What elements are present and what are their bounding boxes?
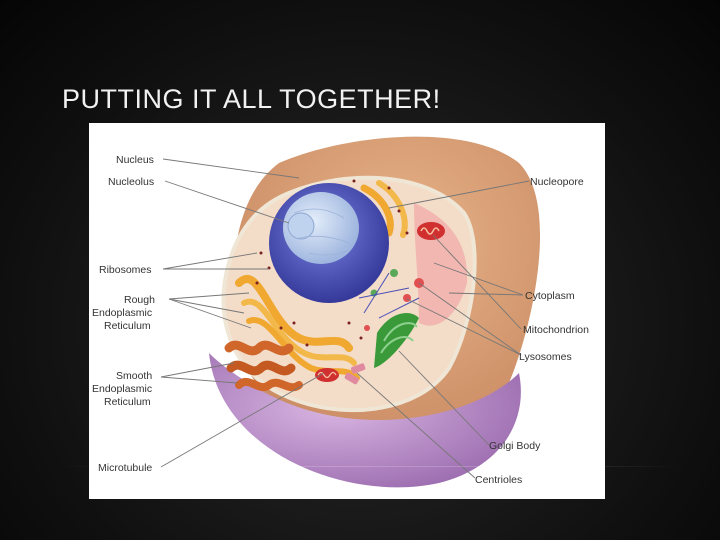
lysosome xyxy=(364,325,370,331)
label-centrioles: Centrioles xyxy=(475,474,522,486)
label-nucleopore: Nucleopore xyxy=(530,176,584,188)
label-cytoplasm: Cytoplasm xyxy=(525,290,575,302)
rough-er xyxy=(360,184,394,237)
label-microtubule: Microtubule xyxy=(98,462,152,474)
cell-diagram: Nucleus Nucleolus Ribosomes Rough Endopl… xyxy=(89,123,605,499)
label-smooth-er-line1: Smooth xyxy=(116,370,152,382)
leader-lines-left xyxy=(160,158,325,468)
label-rough-er-line3: Reticulum xyxy=(104,320,151,332)
golgi-body xyxy=(374,313,419,368)
leader-lines-right xyxy=(356,180,530,479)
label-lysosomes: Lysosomes xyxy=(519,351,572,363)
label-ribosomes: Ribosomes xyxy=(99,264,152,276)
label-smooth-er-line3: Reticulum xyxy=(104,396,151,408)
label-rough-er-line2: Endoplasmic xyxy=(92,307,152,319)
smooth-er xyxy=(224,340,303,392)
cell-lower-body xyxy=(209,353,521,488)
nucleolus xyxy=(287,212,315,240)
slide-floor-line xyxy=(60,466,680,467)
label-smooth-er-line2: Endoplasmic xyxy=(92,383,152,395)
vesicle xyxy=(390,269,398,277)
slide-title: PUTTING IT ALL TOGETHER! xyxy=(62,84,441,114)
cell-illustration: Nucleus Nucleolus Ribosomes Rough Endopl… xyxy=(92,136,589,488)
label-rough-er-line1: Rough xyxy=(124,294,155,306)
label-nucleolus: Nucleolus xyxy=(108,176,154,188)
mitochondrion xyxy=(315,368,339,382)
nucleus-inner xyxy=(283,192,359,264)
label-nucleus: Nucleus xyxy=(116,154,154,166)
centriole xyxy=(350,363,366,374)
label-golgi-body: Golgi Body xyxy=(489,440,541,452)
mitochondrion xyxy=(417,222,445,240)
rough-er xyxy=(241,298,357,366)
label-mitochondrion: Mitochondrion xyxy=(523,324,589,336)
rough-er xyxy=(246,317,360,381)
rough-er xyxy=(235,275,353,352)
rough-er xyxy=(376,180,408,238)
chromatin xyxy=(293,208,350,256)
centriole xyxy=(344,372,359,385)
